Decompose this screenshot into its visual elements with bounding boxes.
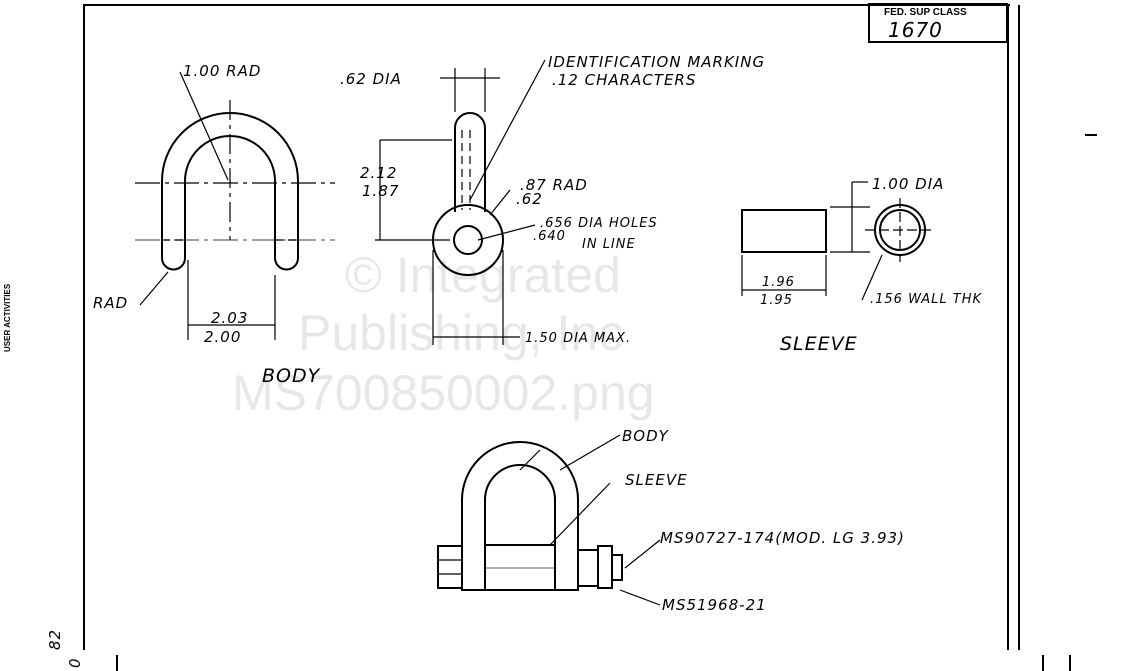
svg-text:.640: .640 — [533, 229, 566, 244]
svg-text:2.03: 2.03 — [211, 309, 248, 327]
svg-text:1.00 RAD: 1.00 RAD — [183, 62, 261, 80]
svg-text:.656 DIA HOLES: .656 DIA HOLES — [540, 216, 658, 231]
svg-text:RAD: RAD — [93, 294, 128, 312]
svg-text:MS700850002.png: MS700850002.png — [232, 365, 655, 421]
svg-text:1.95: 1.95 — [760, 293, 793, 308]
svg-text:82: 82 — [46, 629, 64, 650]
svg-text:1670: 1670 — [888, 18, 943, 42]
margin-notes: USER ACTIVITIES 82 0 — [3, 283, 84, 668]
svg-text:MS90727-174(MOD. LG 3.93): MS90727-174(MOD. LG 3.93) — [660, 529, 905, 547]
svg-text:IDENTIFICATION MARKING: IDENTIFICATION MARKING — [548, 53, 765, 71]
svg-text:Publishing, Inc: Publishing, Inc — [298, 305, 623, 361]
svg-text:1.00 DIA: 1.00 DIA — [872, 175, 944, 193]
svg-text:2.00: 2.00 — [204, 328, 241, 346]
svg-text:SLEEVE: SLEEVE — [780, 333, 858, 355]
svg-text:MS51968-21: MS51968-21 — [662, 596, 767, 614]
svg-text:BODY: BODY — [622, 427, 670, 445]
watermark: © Integrated Publishing, Inc MS700850002… — [232, 247, 655, 421]
svg-text:.87 RAD: .87 RAD — [520, 176, 588, 194]
shackle-assembly: BODY SLEEVE MS90727-174(MOD. LG 3.93) MS… — [437, 427, 905, 614]
body-side-view: .62 DIA IDENTIFICATION MARKING .12 CHARA… — [340, 53, 765, 346]
svg-text:USER ACTIVITIES: USER ACTIVITIES — [3, 283, 12, 352]
svg-text:0: 0 — [66, 657, 84, 668]
svg-text:FED. SUP CLASS: FED. SUP CLASS — [884, 7, 967, 18]
svg-text:BODY: BODY — [262, 365, 321, 387]
svg-text:1.96: 1.96 — [762, 275, 795, 290]
svg-text:1.87: 1.87 — [362, 182, 399, 200]
svg-text:© Integrated: © Integrated — [345, 247, 621, 303]
svg-text:.62: .62 — [516, 190, 543, 208]
sleeve-view: 1.00 DIA 1.96 1.95 .156 WALL THK SLEEVE — [741, 175, 983, 355]
svg-text:.62 DIA: .62 DIA — [340, 70, 402, 88]
svg-text:1.50 DIA MAX.: 1.50 DIA MAX. — [525, 331, 631, 346]
fed-sup-class-box: FED. SUP CLASS 1670 — [868, 3, 1008, 43]
svg-text:.156 WALL THK: .156 WALL THK — [870, 292, 983, 307]
drawing-frame — [83, 4, 1097, 671]
svg-text:.12 CHARACTERS: .12 CHARACTERS — [552, 71, 696, 89]
body-view: 1.00 RAD RAD 2.03 2.00 BODY — [93, 62, 335, 387]
svg-text:IN LINE: IN LINE — [582, 237, 636, 252]
svg-text:2.12: 2.12 — [360, 164, 397, 182]
svg-text:SLEEVE: SLEEVE — [625, 471, 688, 489]
